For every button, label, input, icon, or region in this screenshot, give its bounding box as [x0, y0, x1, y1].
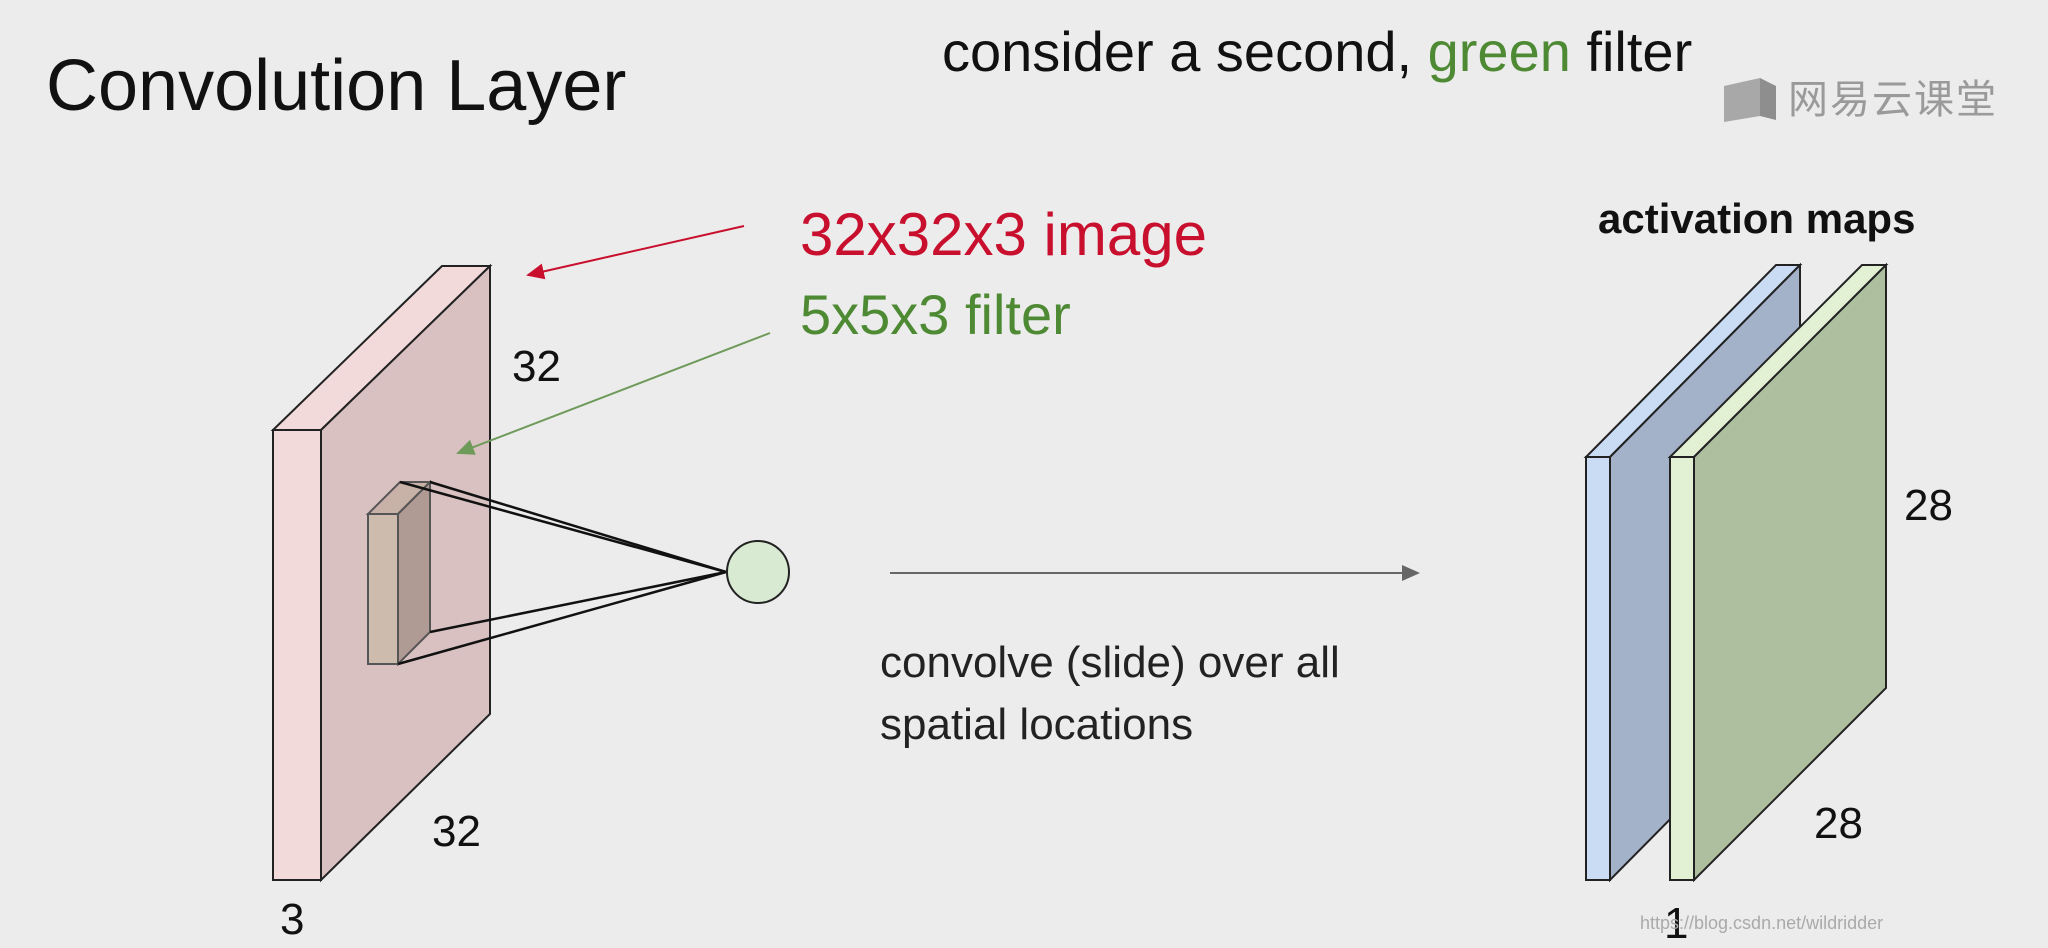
convolve-caption-line-2: spatial locations — [880, 699, 1194, 749]
filter-size-label: 5x5x3 filter — [800, 283, 1071, 346]
filter-box-side — [397, 479, 431, 667]
image-arrow — [526, 225, 745, 280]
convolve-caption-line-1: convolve (slide) over all — [880, 638, 1340, 687]
activation-maps-label: activation maps — [1598, 195, 1916, 242]
activation-map-2-front — [1669, 456, 1695, 881]
subtitle-green-word: green — [1427, 20, 1571, 83]
output-width-label: 28 — [1814, 799, 1863, 848]
filter-arrow — [456, 332, 771, 455]
source-url-watermark: https://blog.csdn.net/wildridder — [1640, 913, 1884, 933]
slide-title: Convolution Layer — [46, 46, 627, 126]
slide-subtitle: consider a second, green filter — [942, 24, 1692, 80]
subtitle-text-before: consider a second, — [942, 20, 1428, 83]
watermark-logo-icon — [1724, 78, 1776, 122]
filter-box — [365, 479, 433, 667]
neuron-circle — [726, 540, 790, 604]
activation-map-2-side — [1693, 262, 1887, 883]
convolve-caption: convolve (slide) over all spatial locatio… — [880, 632, 1340, 755]
image-size-label: 32x32x3 image — [800, 201, 1207, 268]
output-height-label: 28 — [1904, 481, 1953, 530]
input-width-label: 32 — [432, 807, 481, 856]
subtitle-text-after: filter — [1570, 20, 1693, 83]
filter-box-front — [367, 513, 399, 665]
activation-map-2 — [1667, 262, 1889, 883]
input-height-label: 32 — [512, 342, 561, 391]
input-depth-label: 3 — [280, 895, 305, 944]
input-volume-front-face — [272, 429, 322, 881]
activation-map-1-front — [1585, 456, 1611, 881]
receptive-field-lines — [397, 480, 727, 666]
output-index-label: 1 — [1664, 899, 1689, 948]
watermark-brand: 网易云课堂 — [1788, 78, 1998, 122]
